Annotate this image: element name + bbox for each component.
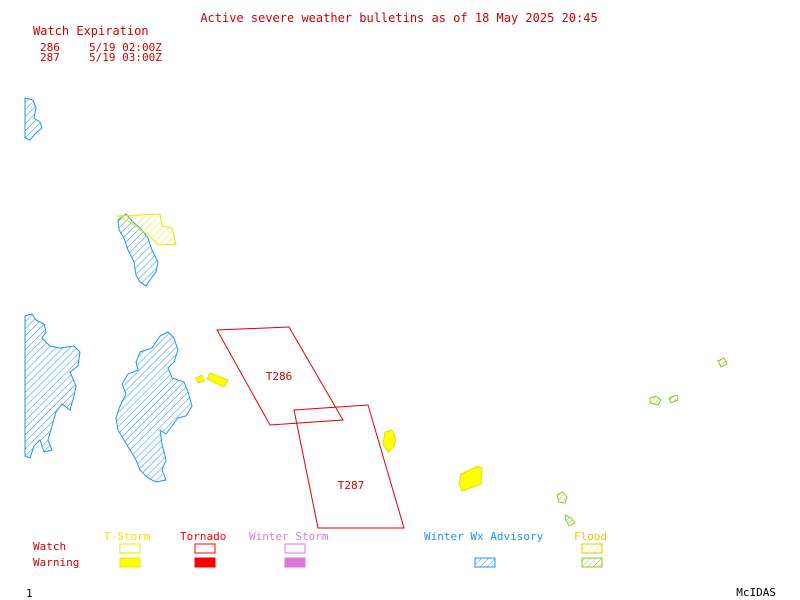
flood-warning-3: [668, 394, 679, 404]
legend-tornado-label: Tornado: [180, 530, 226, 543]
watch-287-expiration: 5/19 03:00Z: [89, 51, 162, 64]
legend-flood-watch-swatch: [581, 543, 603, 554]
legend-tstorm-label: T-Storm: [104, 530, 151, 543]
watch-286-id: 286: [40, 41, 60, 54]
flood-warning-2: [649, 395, 662, 406]
legend-winter-advisory-warning-swatch: [474, 557, 496, 568]
winter-advisory-area-west: [24, 313, 81, 459]
legend-flood-label: Flood: [574, 530, 607, 543]
tstorm-warning-4: [458, 465, 483, 492]
tstorm-watch-area: [116, 213, 177, 246]
flood-warning-4: [556, 491, 568, 504]
flood-warning-5: [564, 514, 576, 527]
legend: Watch Warning T-Storm Tornado Winter Sto…: [33, 530, 607, 569]
legend-winter-storm-warning-swatch: [284, 557, 306, 568]
tstorm-warning-2: [206, 372, 229, 388]
legend-warning-row-label: Warning: [33, 556, 79, 569]
legend-winter-storm-label: Winter Storm: [249, 530, 329, 543]
legend-winter-storm-watch-swatch: [284, 543, 306, 554]
flood-warnings: [556, 357, 728, 527]
watch-expiration-heading: Watch Expiration: [33, 24, 149, 38]
watch-box-t287: [293, 404, 405, 529]
legend-tstorm-warning-swatch: [119, 557, 141, 568]
legend-tornado-watch-swatch: [194, 543, 216, 554]
flood-warning-1: [717, 357, 728, 368]
legend-winter-advisory-label: Winter Wx Advisory: [424, 530, 544, 543]
tstorm-warnings: [195, 372, 483, 492]
winter-advisory-area-east: [115, 331, 193, 483]
bulletin-title: Active severe weather bulletins as of 18…: [200, 11, 597, 25]
legend-tornado-warning-swatch: [194, 557, 216, 568]
legend-flood-warning-swatch: [581, 557, 603, 568]
winter-advisory-areas: [24, 97, 193, 483]
watch-box-t286-label: T286: [266, 370, 293, 383]
watch-box-t286: [216, 326, 344, 426]
watch-box-t287-label: T287: [338, 479, 365, 492]
watch-286-expiration: 5/19 02:00Z: [89, 41, 162, 54]
watch-287-id: 287: [40, 51, 60, 64]
tstorm-warning-1: [195, 374, 205, 384]
legend-tstorm-watch-swatch: [119, 543, 141, 554]
mcidas-brand: McIDAS: [736, 586, 776, 599]
frame-number: 1: [26, 587, 33, 600]
tstorm-warning-3: [382, 429, 397, 453]
legend-watch-row-label: Watch: [33, 540, 66, 553]
winter-advisory-area-northwest: [24, 97, 43, 141]
